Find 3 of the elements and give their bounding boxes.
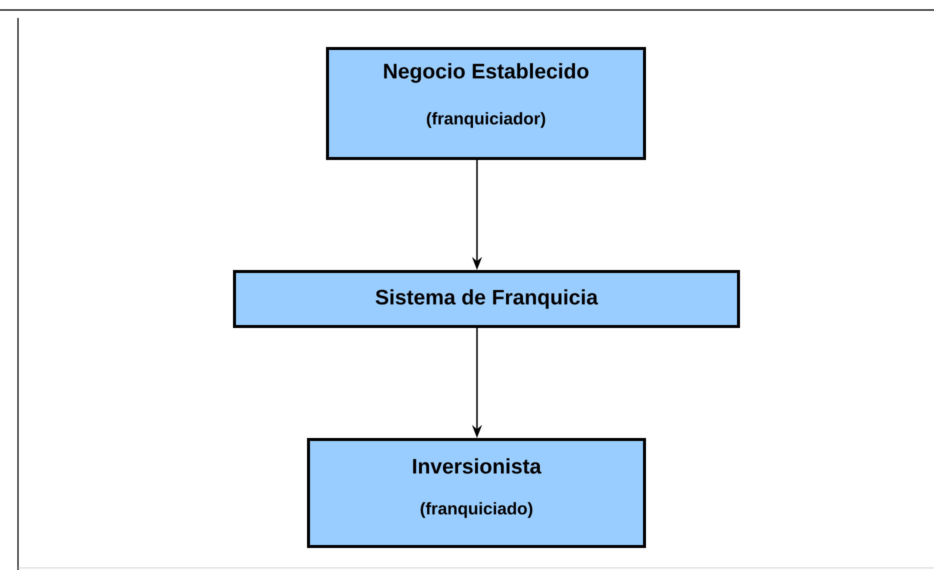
process-box: Sistema de Franquicia <box>233 270 740 328</box>
process-box: Negocio Establecido (franquiciador) <box>326 47 646 160</box>
process-box: Inversionista (franquiciado) <box>307 438 646 548</box>
